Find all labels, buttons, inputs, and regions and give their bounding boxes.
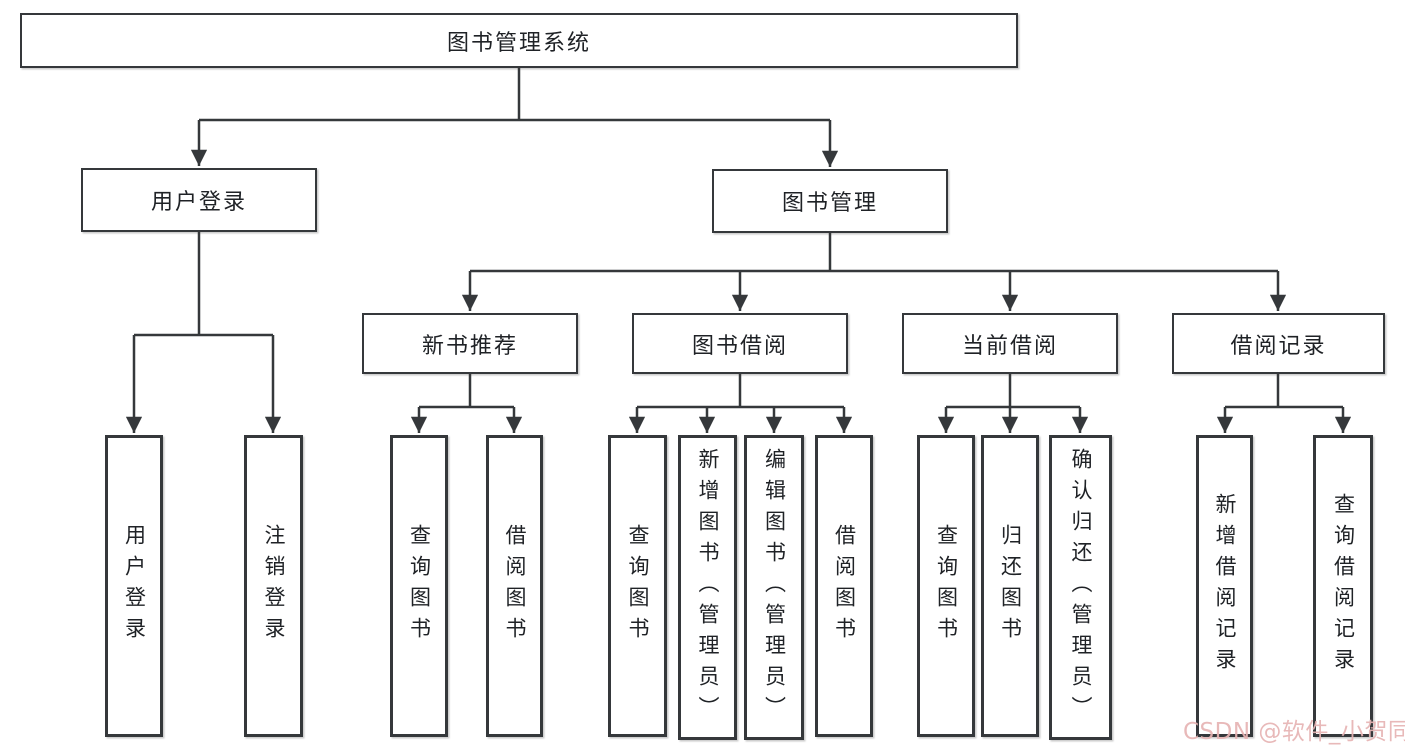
leaf-label: 查询图书 xyxy=(934,524,959,648)
node-book-borrowing: 图书借阅 xyxy=(632,313,848,374)
csdn-watermark: CSDN @软件_小贺同学 xyxy=(1183,719,1405,745)
leaf-label: 编辑图书（管理员） xyxy=(762,448,787,727)
node-label: 用户登录 xyxy=(150,190,247,215)
leaf-label: 查询图书 xyxy=(407,524,432,648)
leaf-label: 查询借阅记录 xyxy=(1331,493,1356,679)
node-label: 当前借阅 xyxy=(961,333,1058,359)
node-label: 图书借阅 xyxy=(691,333,788,359)
leaf-borrow-books-recommend: 借阅图书 xyxy=(486,435,543,737)
leaf-label: 新增图书（管理员） xyxy=(696,448,720,727)
leaf-label: 新增借阅记录 xyxy=(1213,493,1237,679)
leaf-label: 确认归还（管理员） xyxy=(1069,448,1093,727)
node-borrowing-records: 借阅记录 xyxy=(1172,313,1385,374)
leaf-borrow-books-borrowing: 借阅图书 xyxy=(815,435,873,737)
leaf-user-login: 用户登录 xyxy=(105,435,163,737)
node-label: 新书推荐 xyxy=(421,333,518,359)
node-label: 图书管理 xyxy=(781,191,878,216)
leaf-query-books-current: 查询图书 xyxy=(917,435,975,737)
leaf-confirm-return-admin: 确认归还（管理员） xyxy=(1049,435,1112,740)
leaf-label: 借阅图书 xyxy=(503,524,527,648)
leaf-query-books-borrowing: 查询图书 xyxy=(608,435,667,737)
leaf-label: 注销登录 xyxy=(262,524,286,648)
leaf-add-borrow-record: 新增借阅记录 xyxy=(1196,435,1253,737)
leaf-add-book-admin: 新增图书（管理员） xyxy=(678,435,737,740)
leaf-return-book: 归还图书 xyxy=(981,435,1039,737)
leaf-logout: 注销登录 xyxy=(244,435,303,737)
leaf-label: 查询图书 xyxy=(626,524,650,648)
node-label: 借阅记录 xyxy=(1230,333,1327,359)
leaf-query-books-recommend: 查询图书 xyxy=(390,435,448,737)
leaf-label: 归还图书 xyxy=(998,524,1023,648)
leaf-label: 借阅图书 xyxy=(832,524,857,648)
node-new-book-recommendation: 新书推荐 xyxy=(362,313,578,374)
leaf-label: 用户登录 xyxy=(122,524,147,648)
node-book-management: 图书管理 xyxy=(712,169,948,233)
leaf-query-borrow-record: 查询借阅记录 xyxy=(1313,435,1373,737)
node-current-borrowing: 当前借阅 xyxy=(902,313,1118,374)
node-label: 图书管理系统 xyxy=(446,30,591,56)
node-user-login: 用户登录 xyxy=(81,168,317,232)
leaf-edit-book-admin: 编辑图书（管理员） xyxy=(744,435,804,740)
node-library-management-system: 图书管理系统 xyxy=(20,13,1018,68)
